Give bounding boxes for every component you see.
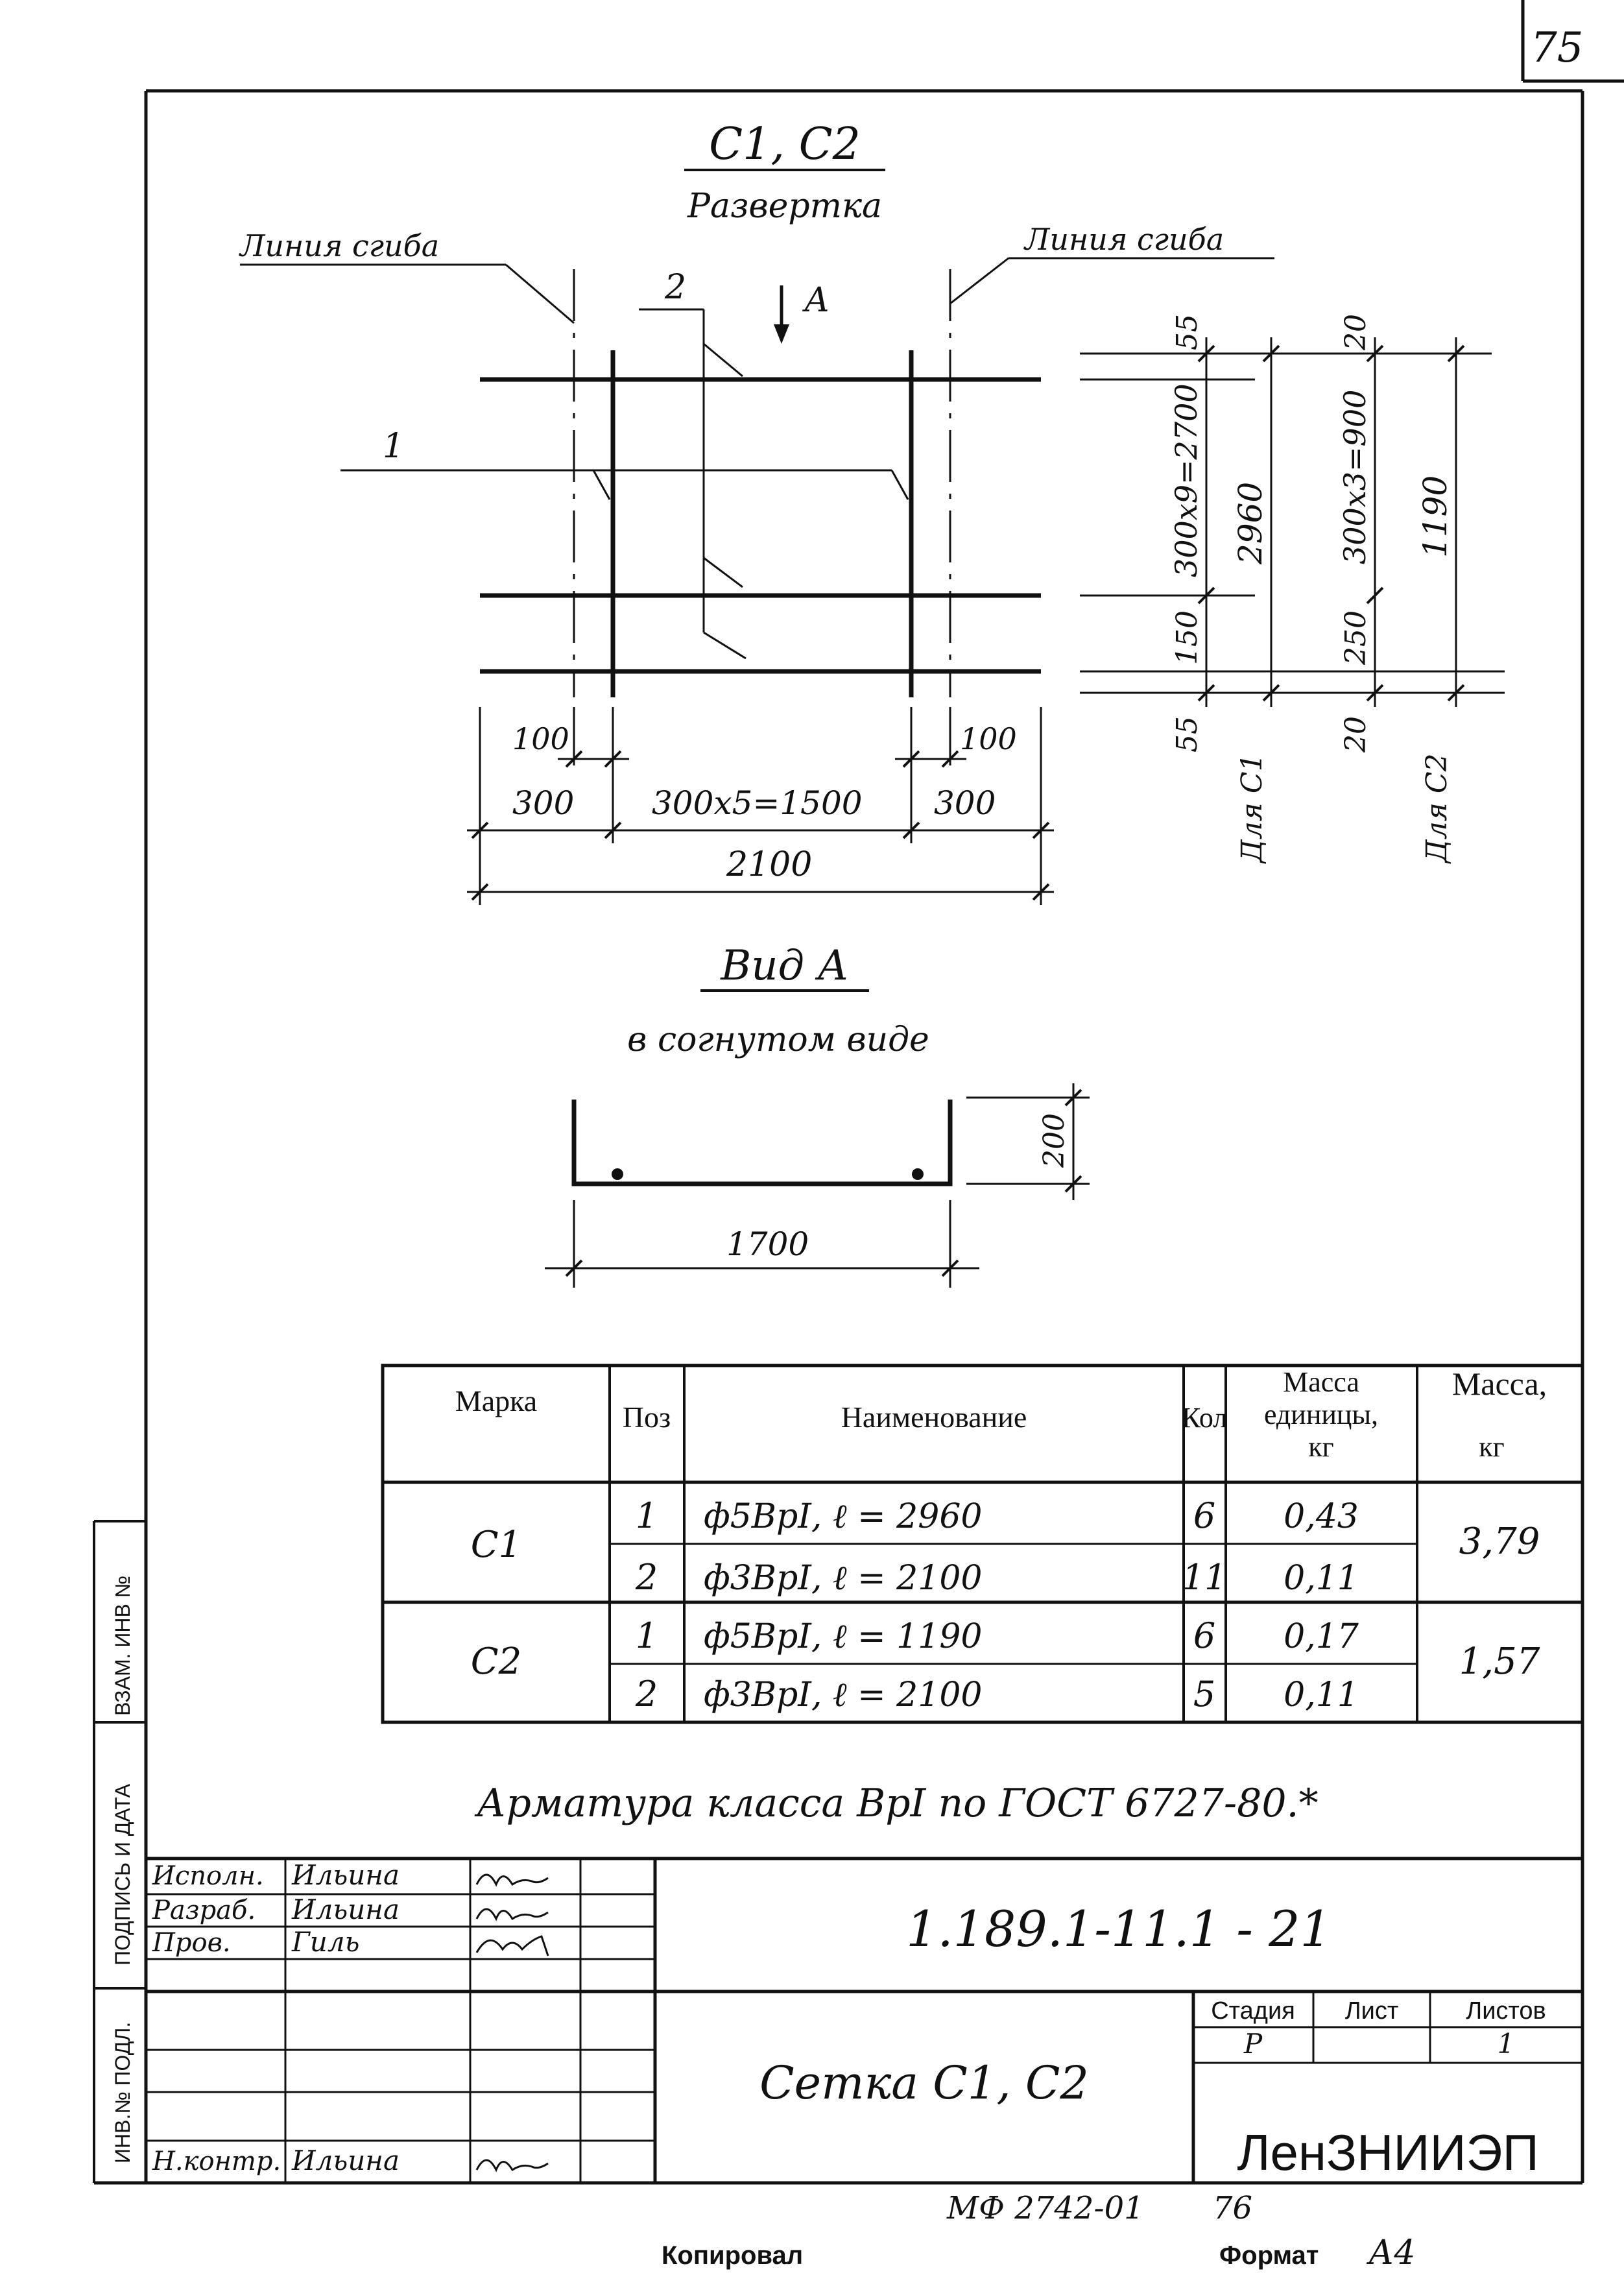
table-unit-mass: 0,11	[1284, 1676, 1359, 1714]
table-unit-mass: 0,11	[1284, 1559, 1359, 1598]
table-mass: 1,57	[1459, 1641, 1540, 1683]
doc-name: Сетка С1, С2	[759, 2056, 1089, 2110]
drawing-title: С1, С2	[709, 119, 861, 170]
stage-value: Р	[1243, 2028, 1263, 2060]
table-pos: 1	[636, 1495, 658, 1536]
format-value: А4	[1366, 2233, 1415, 2272]
drawing-subtitle: Развертка	[687, 187, 882, 226]
pos-1-label: 1	[383, 427, 404, 466]
table-mark: С2	[471, 1641, 521, 1683]
view-arrow-label: А	[802, 281, 830, 320]
table-qty: 11	[1182, 1557, 1227, 1598]
mesh-development: Линия сгиба Линия сгиба 2 А 1	[239, 222, 1505, 905]
view-a: Вид А в согнутом виде 200 1700	[545, 942, 1090, 1288]
dim-300-left: 300	[512, 784, 574, 822]
dim-c2-total: 1190	[1416, 475, 1454, 558]
reinforcement-note: Арматура класса ВрI по ГОСТ 6727-80.*	[474, 1781, 1319, 1826]
dim-2100: 2100	[726, 845, 812, 884]
col-header-mark: Марка	[455, 1384, 537, 1417]
table-mass: 3,79	[1459, 1521, 1540, 1563]
table-name: ф5ВрI, ℓ = 2960	[704, 1497, 983, 1536]
dim-c1-top: 55	[1171, 314, 1204, 350]
bottom-dimensions: 100 100 300 300х5=1500 300 2100	[467, 707, 1054, 905]
table-name: ф5ВрI, ℓ = 1190	[704, 1617, 983, 1656]
table-pos: 2	[635, 1557, 658, 1598]
dim-c2-bottom-spacing: 250	[1339, 610, 1372, 666]
table-qty: 5	[1193, 1674, 1215, 1714]
col-header-pos: Поз	[623, 1401, 671, 1434]
right-dimensions: 55 300х9=2700 150 55 2960 Для С1 20 300х…	[1080, 314, 1505, 864]
table-mark: С1	[471, 1524, 521, 1566]
side-stamp: ВЗАМ. ИНВ № ПОДПИСЬ И ДАТА ИНВ.№ ПОДЛ.	[93, 1520, 146, 2183]
archive-number: МФ 2742-01	[946, 2190, 1144, 2226]
col-header-mass-2: кг	[1479, 1431, 1504, 1463]
table-qty: 6	[1193, 1615, 1215, 1656]
stage-label: Стадия	[1211, 1997, 1295, 2025]
tb-role: Исполн.	[152, 1861, 264, 1891]
dim-300-right: 300	[934, 784, 996, 822]
tb-name: Ильина	[291, 2145, 400, 2176]
col-header-unit-mass-3: кг	[1308, 1431, 1333, 1463]
table-qty: 6	[1193, 1495, 1215, 1536]
tb-name: Гиль	[291, 1926, 359, 1958]
table-unit-mass: 0,43	[1284, 1497, 1359, 1536]
organization: ЛенЗНИИЭП	[1237, 2124, 1538, 2181]
view-a-width-dim: 1700	[726, 1225, 809, 1263]
table-name: ф3ВрI, ℓ = 2100	[704, 1676, 983, 1714]
dim-c1-bottom: 55	[1171, 716, 1204, 752]
col-header-unit-mass-1: Масса	[1283, 1366, 1359, 1398]
title-block: Исполн. Ильина Разраб. Ильина Пров. Гиль…	[146, 1857, 1582, 2183]
signatures	[475, 1873, 549, 2172]
dim-c1-spacing: 300х9=2700	[1169, 383, 1204, 577]
dim-c1-label: Для С1	[1236, 753, 1269, 864]
table-pos: 1	[636, 1615, 658, 1656]
col-header-unit-mass-2: единицы,	[1264, 1399, 1378, 1430]
sheets-value: 1	[1498, 2028, 1515, 2060]
view-a-title: Вид А	[720, 942, 849, 990]
dim-c1-bottom-spacing: 150	[1171, 610, 1204, 665]
stamp-inv-zam: ВЗАМ. ИНВ №	[111, 1576, 134, 1716]
dim-100-left: 100	[512, 721, 569, 756]
archive-page: 76	[1213, 2190, 1252, 2226]
page-number: 75	[1531, 24, 1583, 72]
bend-line-label-left: Линия сгиба	[239, 228, 439, 263]
dim-300x5: 300х5=1500	[652, 784, 863, 822]
stamp-sign-date: ПОДПИСЬ И ДАТА	[111, 1783, 134, 1966]
dim-c2-label: Для С2	[1420, 753, 1453, 864]
spec-table: Марка Поз Наименование Кол Масса единицы…	[381, 1364, 1584, 1724]
tb-role: Н.контр.	[152, 2147, 281, 2176]
bend-line-label-right: Линия сгиба	[1023, 222, 1224, 257]
dim-c2-bottom: 20	[1339, 716, 1372, 753]
tb-role: Пров.	[152, 1928, 231, 1958]
footer: МФ 2742-01 76 Копировал Формат А4	[662, 2190, 1415, 2272]
frame	[94, 89, 1584, 2185]
table-name: ф3ВрI, ℓ = 2100	[704, 1559, 983, 1598]
header: С1, С2 Развертка	[684, 119, 885, 226]
page-number-corner: 75	[1521, 0, 1624, 83]
tb-name: Ильина	[291, 1859, 400, 1891]
doc-number: 1.189.1-11.1 - 21	[906, 1900, 1331, 1958]
col-header-qty: Кол	[1182, 1402, 1228, 1434]
pos-2-label: 2	[664, 268, 686, 307]
format-label: Формат	[1219, 2241, 1319, 2270]
sheets-label: Листов	[1466, 1997, 1546, 2025]
dim-100-right: 100	[960, 721, 1017, 756]
col-header-name: Наименование	[841, 1401, 1027, 1434]
dim-c2-top: 20	[1339, 314, 1372, 351]
table-unit-mass: 0,17	[1284, 1617, 1359, 1656]
tb-role: Разраб.	[152, 1895, 256, 1925]
dim-c1-total: 2960	[1232, 482, 1269, 565]
stamp-inv-podl: ИНВ.№ ПОДЛ.	[111, 2022, 134, 2163]
dim-c2-spacing: 300х3=900	[1337, 390, 1372, 564]
sheet-label: Лист	[1345, 1997, 1399, 2025]
table-pos: 2	[635, 1674, 658, 1714]
view-a-subtitle: в согнутом виде	[627, 1020, 929, 1059]
copied-label: Копировал	[662, 2241, 803, 2270]
col-header-mass-1: Масса,	[1452, 1366, 1547, 1402]
tb-name: Ильина	[291, 1894, 400, 1925]
view-a-height-dim: 200	[1038, 1113, 1071, 1168]
